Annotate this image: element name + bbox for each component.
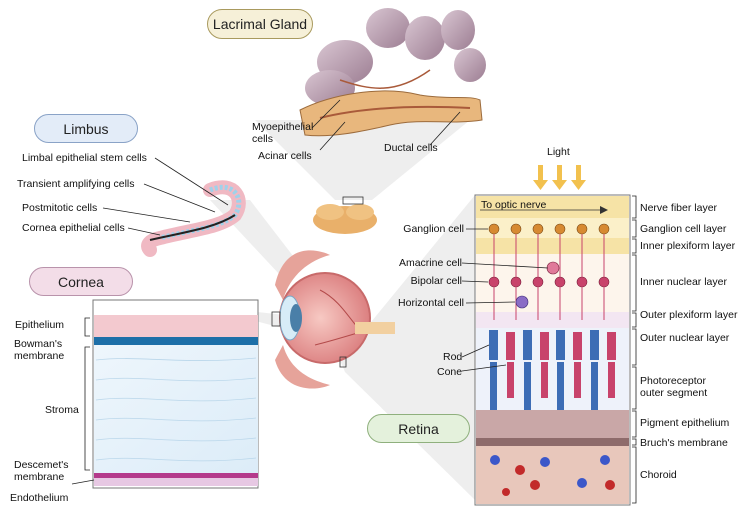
label-cone: Cone	[437, 366, 463, 378]
limbus-title: Limbus	[34, 114, 138, 143]
horizontal-cell	[515, 295, 529, 309]
lacrimal-gland-illustration	[299, 8, 486, 137]
label-cornea-epithelial-cells: Cornea epithelial cells	[22, 222, 125, 234]
lacrimal-gland-title: Lacrimal Gland	[207, 9, 313, 39]
eye-illustration	[271, 250, 395, 389]
projection-wedge-lacrimal	[255, 120, 470, 200]
choroid-blood-cells	[490, 455, 615, 496]
label-nerve-fiber-layer: Nerve fiber layer	[640, 202, 718, 214]
label-limbal-epithelial-stem-cells: Limbal epithelial stem cells	[22, 152, 147, 164]
retina-title: Retina	[367, 414, 470, 443]
label-epithelium: Epithelium	[15, 319, 65, 331]
label-descemets-membrane: Descemet's membrane	[14, 459, 69, 483]
label-bowmans-membrane: Bowman's membrane	[14, 338, 65, 362]
cornea-title: Cornea	[29, 267, 133, 296]
label-ductal-cells: Ductal cells	[384, 142, 438, 154]
cornea-panel	[71, 299, 259, 489]
label-light: Light	[547, 146, 570, 158]
label-acinar-cells: Acinar cells	[258, 150, 312, 162]
cone-cells	[506, 332, 616, 398]
light-arrows	[533, 165, 586, 190]
label-stroma: Stroma	[45, 404, 79, 416]
label-inner-plexiform-layer: Inner plexiform layer	[640, 240, 736, 252]
label-transient-amplifying-cells: Transient amplifying cells	[17, 178, 135, 190]
label-amacrine-cell: Amacrine cell	[398, 257, 462, 269]
projection-wedge-cornea	[148, 300, 290, 330]
label-pigment-epithelium: Pigment epithelium	[640, 417, 730, 429]
eye-lacrimal-gland	[313, 196, 377, 234]
label-postmitotic-cells: Postmitotic cells	[22, 202, 98, 214]
label-to-optic-nerve: To optic nerve	[481, 199, 547, 211]
bipolar-axons	[493, 234, 605, 320]
label-inner-nuclear-layer: Inner nuclear layer	[640, 276, 727, 288]
label-horizontal-cell: Horizontal cell	[398, 297, 464, 309]
label-myoepithelial-cells: Myoepithelial cells	[252, 121, 314, 145]
rod-cells	[489, 330, 599, 410]
label-outer-plexiform-layer: Outer plexiform layer	[640, 309, 738, 321]
label-endothelium: Endothelium	[10, 492, 69, 504]
ganglion-cells	[488, 223, 610, 235]
limbus-leader-lines	[102, 157, 229, 236]
label-ganglion-cell-layer: Ganglion cell layer	[640, 223, 727, 235]
label-choroid: Choroid	[640, 469, 677, 481]
label-rod: Rod	[443, 351, 463, 363]
limbus-illustration	[141, 180, 246, 257]
label-outer-nuclear-layer: Outer nuclear layer	[640, 332, 730, 344]
label-bipolar-cell: Bipolar cell	[410, 275, 462, 287]
label-photoreceptor-outer-segment: Photoreceptor outer segment	[640, 375, 708, 399]
lacrimal-leader-lines	[311, 99, 461, 151]
amacrine-cell	[546, 261, 560, 275]
label-bruchs-membrane: Bruch's membrane	[640, 437, 728, 449]
label-ganglion-cell: Ganglion cell	[403, 223, 464, 235]
retina-left-leader-lines	[461, 228, 549, 372]
retina-layer-brackets	[632, 195, 637, 504]
